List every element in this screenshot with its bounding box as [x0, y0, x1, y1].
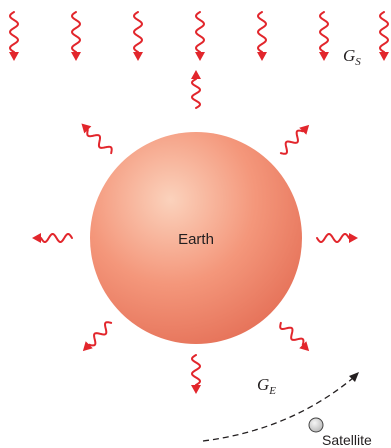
- earth-flux-subscript: E: [268, 385, 276, 397]
- radiation-wave-line: [380, 12, 388, 52]
- radiation-wave-line: [281, 131, 303, 154]
- earth-label: Earth: [178, 231, 214, 248]
- radiation-wave-line: [320, 12, 328, 52]
- radiation-arrowhead: [32, 233, 41, 243]
- radiation-wave-line: [72, 12, 80, 52]
- solar-flux-symbol: G: [343, 46, 355, 65]
- radiation-wave-line: [317, 234, 349, 242]
- radiation-arrowhead: [191, 385, 201, 394]
- earth-flux-symbol: G: [257, 375, 269, 394]
- radiation-arrowhead: [133, 52, 143, 61]
- radiation-wave-line: [89, 322, 111, 345]
- radiation-wave-line: [258, 12, 266, 52]
- radiation-arrowhead: [9, 52, 19, 61]
- radiation-arrowhead: [81, 123, 91, 133]
- satellite-label: Satellite: [322, 432, 372, 448]
- solar-arrow-3: [133, 12, 143, 61]
- solar-flux-label: GS: [343, 46, 361, 68]
- radiation-wave-line: [280, 323, 303, 345]
- earth-emission-arrow-6: [83, 322, 111, 351]
- radiation-wave-line: [87, 130, 111, 153]
- radiation-wave-line: [134, 12, 142, 52]
- earth-emission-arrow-1: [191, 70, 201, 108]
- earth-emission-arrow-7: [32, 233, 72, 243]
- radiation-arrowhead: [379, 52, 389, 61]
- solar-arrow-2: [71, 12, 81, 61]
- earth-emission-arrow-5: [191, 355, 201, 394]
- radiation-wave-line: [192, 355, 200, 385]
- radiation-wave-line: [41, 234, 72, 242]
- radiation-wave-line: [10, 12, 18, 52]
- radiation-arrowhead: [319, 52, 329, 61]
- earth-emission-arrow-2: [281, 125, 309, 154]
- solar-arrow-5: [257, 12, 267, 61]
- solar-arrow-4: [195, 12, 205, 61]
- radiation-wave-line: [192, 79, 200, 108]
- radiation-arrowhead: [349, 233, 358, 243]
- radiation-arrowhead: [195, 52, 205, 61]
- solar-arrow-7: [379, 12, 389, 61]
- earth-emission-arrow-4: [280, 323, 309, 351]
- satellite-icon: [309, 418, 323, 432]
- earth-flux-label: GE: [257, 375, 276, 397]
- radiation-arrowhead: [257, 52, 267, 61]
- solar-radiation-arrows: [9, 12, 389, 61]
- solar-arrow-1: [9, 12, 19, 61]
- radiation-arrowhead: [71, 52, 81, 61]
- earth-emission-arrow-3: [317, 233, 358, 243]
- earth-emission-arrow-8: [81, 123, 111, 153]
- radiation-arrowhead: [191, 70, 201, 79]
- solar-flux-subscript: S: [355, 56, 361, 68]
- radiation-wave-line: [196, 12, 204, 52]
- solar-arrow-6: [319, 12, 329, 61]
